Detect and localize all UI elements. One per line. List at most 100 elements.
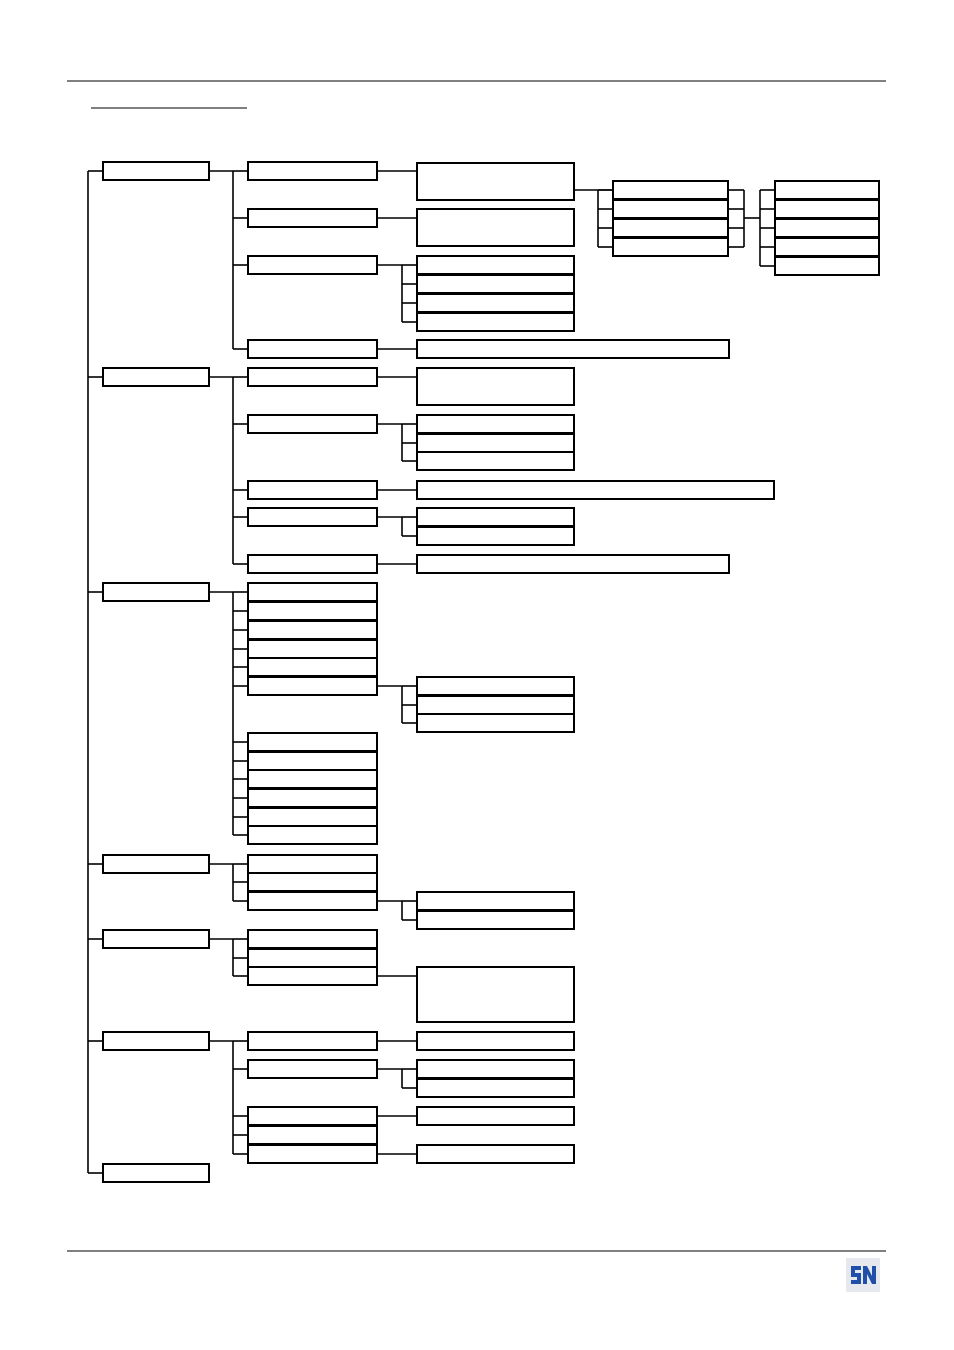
menu-box-frame [416, 433, 575, 453]
submenu-box [247, 891, 378, 911]
menu-box-frame [416, 293, 575, 313]
menu-box-frame [247, 769, 378, 789]
menu-box-frame [102, 582, 210, 602]
option-box [416, 891, 575, 911]
menu-box-frame [247, 732, 378, 752]
option-box [774, 237, 880, 257]
menu-box-frame [247, 1125, 378, 1145]
option-box [416, 414, 575, 434]
menu-box-frame [102, 161, 210, 181]
option-box [416, 507, 575, 527]
submenu-box [247, 507, 378, 527]
submenu-box [247, 788, 378, 808]
submenu-box [247, 929, 378, 949]
tree-connectors [87, 170, 775, 1174]
submenu-box [247, 367, 378, 387]
menu-box-frame [247, 872, 378, 892]
option-box [774, 256, 880, 276]
menu-box-frame [247, 807, 378, 827]
option-box [416, 1059, 575, 1079]
menu-box-frame [612, 218, 729, 238]
submenu-box [247, 1031, 378, 1051]
menu-box-frame [247, 657, 378, 677]
menu-box-frame [416, 891, 575, 911]
option-box [416, 1031, 575, 1051]
menu-box-frame [416, 208, 575, 247]
menu-box-frame [247, 929, 378, 949]
menu-box-frame [416, 451, 575, 471]
menu-box-frame [416, 554, 730, 574]
option-box [416, 1078, 575, 1098]
menu-box-frame [612, 180, 729, 200]
menu-box-frame [416, 1106, 575, 1126]
menu-box-frame [247, 1059, 378, 1079]
submenu-box [247, 255, 378, 275]
option-box [416, 208, 575, 247]
submenu-box [247, 732, 378, 752]
root-item-box [102, 582, 210, 602]
menu-box-frame [247, 507, 378, 527]
menu-box-frame [247, 1106, 378, 1126]
submenu-box [247, 1059, 378, 1079]
page-rules [67, 80, 886, 1252]
menu-box-frame [416, 312, 575, 332]
menu-box-frame [247, 639, 378, 659]
menu-box-frame [247, 825, 378, 845]
menu-box-frame [247, 854, 378, 874]
option-box [612, 180, 729, 200]
submenu-box [247, 414, 378, 434]
menu-box-frame [247, 891, 378, 911]
submenu-box [247, 1106, 378, 1126]
option-box [416, 1144, 575, 1164]
menu-box-frame [102, 367, 210, 387]
option-box [416, 695, 575, 715]
menu-box-frame [416, 367, 575, 406]
root-item-box [102, 1163, 210, 1183]
menu-box-frame [612, 237, 729, 257]
menu-box-frame [247, 1031, 378, 1051]
submenu-box [247, 208, 378, 228]
menu-box-frame [247, 966, 378, 986]
menu-box-frame [774, 180, 880, 200]
menu-box-frame [416, 274, 575, 294]
menu-box-frame [612, 199, 729, 219]
root-item-box [102, 929, 210, 949]
root-item-box [102, 854, 210, 874]
menu-box-frame [416, 414, 575, 434]
root-item-box [102, 367, 210, 387]
submenu-box [247, 807, 378, 827]
menu-box-frame [416, 713, 575, 733]
menu-box-frame [416, 1144, 575, 1164]
submenu-box [247, 966, 378, 986]
menu-box-frame [774, 199, 880, 219]
submenu-box [247, 620, 378, 640]
menu-box-frame [774, 237, 880, 257]
menu-box-frame [416, 526, 575, 546]
submenu-box [247, 554, 378, 574]
menu-box-frame [247, 161, 378, 181]
menu-box-frame [247, 751, 378, 771]
option-box [416, 966, 575, 1023]
menu-box-frame [102, 1163, 210, 1183]
option-box [774, 218, 880, 238]
submenu-box [247, 480, 378, 500]
menu-box-frame [247, 339, 378, 359]
submenu-box [247, 948, 378, 968]
menu-box-frame [416, 162, 575, 201]
option-box [416, 255, 575, 275]
option-box [416, 526, 575, 546]
option-box [612, 199, 729, 219]
option-box [416, 676, 575, 696]
submenu-box [247, 769, 378, 789]
menu-box-frame [247, 948, 378, 968]
menu-box-frame [247, 1144, 378, 1164]
menu-box-frame [247, 788, 378, 808]
option-box [416, 339, 730, 359]
option-box [416, 312, 575, 332]
menu-box-frame [774, 218, 880, 238]
menu-box-frame [247, 554, 378, 574]
option-box [416, 293, 575, 313]
option-box [774, 199, 880, 219]
menu-box-frame [247, 414, 378, 434]
menu-box-frame [416, 966, 575, 1023]
